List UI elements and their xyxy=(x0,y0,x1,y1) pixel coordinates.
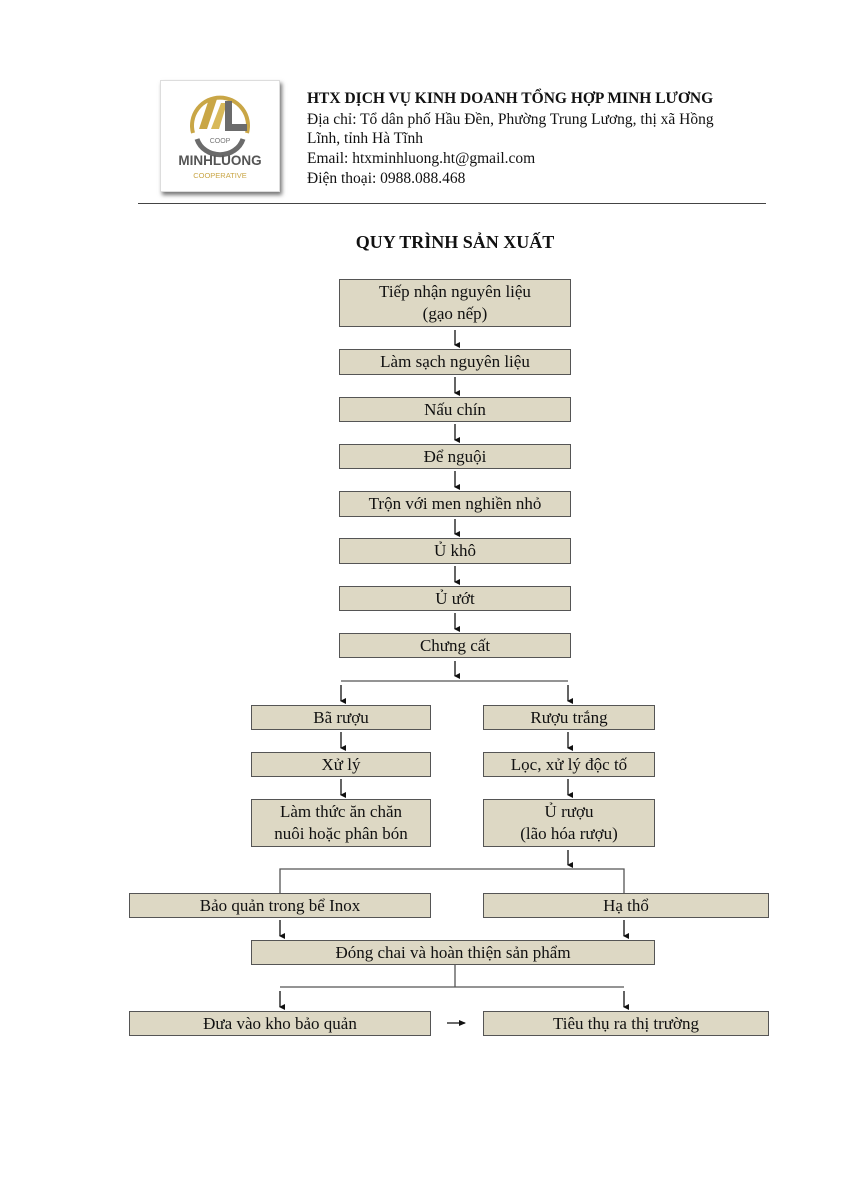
address-line-2: Lĩnh, tỉnh Hà Tĩnh xyxy=(307,130,423,147)
page-title: QUY TRÌNH SẢN XUẤT xyxy=(355,232,555,252)
step-dry-ferment: Ủ khô xyxy=(339,538,571,564)
step-warehouse: Đưa vào kho bảo quản xyxy=(129,1011,431,1036)
step-spent-grain: Bã rượu xyxy=(251,705,431,730)
step-distill: Chưng cất xyxy=(339,633,571,658)
step-bury: Hạ thổ xyxy=(483,893,769,918)
step-wet-ferment: Ủ ướt xyxy=(339,586,571,611)
step-market: Tiêu thụ ra thị trường xyxy=(483,1011,769,1036)
step-label: Ủ rượu xyxy=(544,802,594,821)
step-receive-materials: Tiếp nhận nguyên liệu (gạo nếp) xyxy=(339,279,571,327)
header-divider xyxy=(138,203,766,204)
step-clean-materials: Làm sạch nguyên liệu xyxy=(339,349,571,375)
step-sublabel: nuôi hoặc phân bón xyxy=(274,824,408,843)
company-logo: COOP MINHLUONG COOPERATIVE xyxy=(160,80,280,192)
step-age-liquor: Ủ rượu (lão hóa rượu) xyxy=(483,799,655,847)
svg-text:MINHLUONG: MINHLUONG xyxy=(178,153,261,168)
step-filter-detox: Lọc, xử lý độc tố xyxy=(483,752,655,777)
org-name: HTX DỊCH VỤ KINH DOANH TỔNG HỢP MINH LƯƠ… xyxy=(307,90,714,107)
step-process: Xử lý xyxy=(251,752,431,777)
step-label: Làm thức ăn chăn xyxy=(279,802,403,821)
logo-mark-icon: COOP MINHLUONG COOPERATIVE xyxy=(178,95,262,180)
step-store-inox: Bảo quản trong bể Inox xyxy=(129,893,431,918)
step-white-liquor: Rượu trắng xyxy=(483,705,655,730)
step-label: Tiếp nhận nguyên liệu xyxy=(379,282,531,301)
step-feed-fertilizer: Làm thức ăn chăn nuôi hoặc phân bón xyxy=(251,799,431,847)
step-mix-yeast: Trộn với men nghiền nhỏ xyxy=(339,491,571,517)
email: Email: htxminhluong.ht@gmail.com xyxy=(307,150,536,167)
phone: Điện thoại: 0988.088.468 xyxy=(307,170,466,187)
step-cook: Nấu chín xyxy=(339,397,571,422)
svg-text:COOP: COOP xyxy=(210,138,231,145)
svg-text:COOPERATIVE: COOPERATIVE xyxy=(193,171,247,180)
step-sublabel: (lão hóa rượu) xyxy=(520,824,618,843)
step-sublabel: (gạo nếp) xyxy=(422,304,488,323)
step-bottling: Đóng chai và hoàn thiện sản phẩm xyxy=(251,940,655,965)
step-cool: Để nguội xyxy=(339,444,571,469)
address-line-1: Địa chỉ: Tổ dân phố Hầu Đền, Phường Trun… xyxy=(307,111,714,128)
